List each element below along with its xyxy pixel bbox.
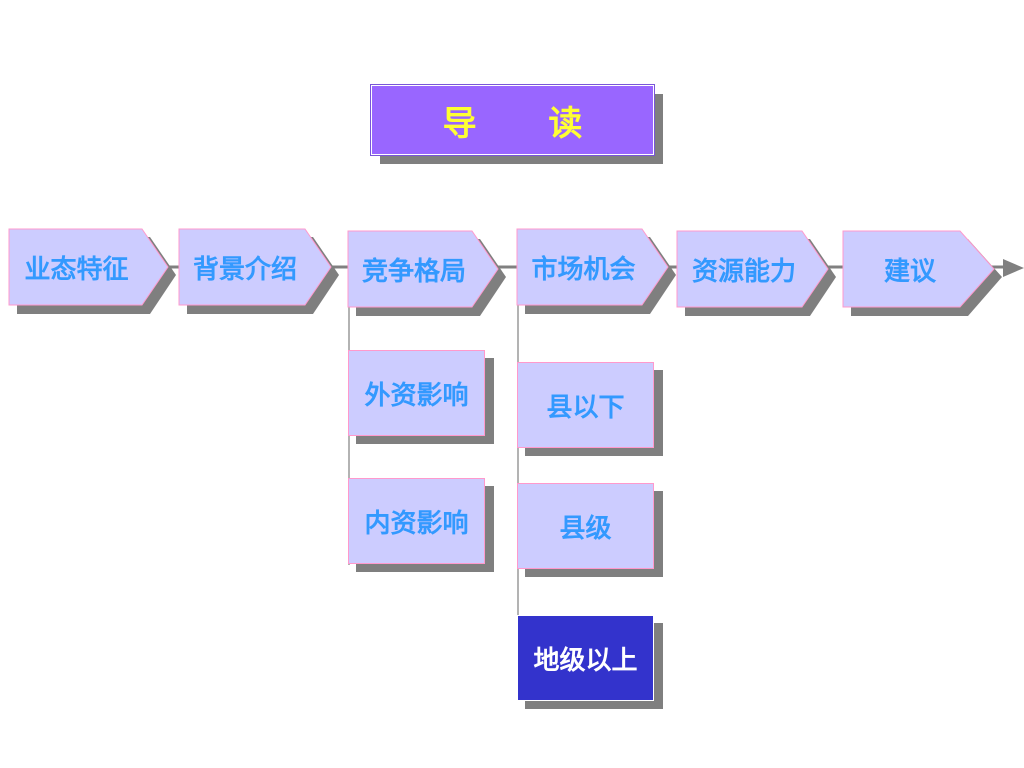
chevron-step-4[interactable]: 市场机会 — [517, 229, 650, 306]
chevron-step-4-label: 市场机会 — [531, 255, 636, 285]
chevron-step-3-shape — [347, 230, 506, 316]
chevron-step-6-label: 建议 — [883, 257, 936, 287]
chevron-step-5-shape — [676, 230, 836, 316]
competition-sub-1-label: 外资影响 — [364, 380, 469, 411]
competition-sub-2[interactable]: 内资影响 — [348, 478, 485, 564]
chevron-step-5[interactable]: 资源能力 — [677, 231, 811, 308]
market-sub-2[interactable]: 县级 — [517, 483, 654, 569]
market-sub-3-highlighted[interactable]: 地级以上 — [517, 615, 654, 701]
competition-sub-1[interactable]: 外资影响 — [348, 350, 485, 436]
market-sub-1-label: 县以下 — [546, 392, 625, 423]
competition-sub-2-label: 内资影响 — [364, 508, 469, 539]
chevron-step-5-label: 资源能力 — [691, 257, 796, 287]
page-title-text: 导 读 — [442, 103, 613, 144]
chevron-step-2-label: 背景介绍 — [192, 255, 297, 285]
market-sub-1[interactable]: 县以下 — [517, 362, 654, 448]
market-connector — [517, 305, 519, 615]
market-sub-3-label: 地级以上 — [533, 645, 638, 676]
chevron-step-3[interactable]: 竞争格局 — [348, 231, 480, 308]
chevron-step-1[interactable]: 业态特征 — [9, 229, 144, 306]
chevron-step-1-label: 业态特征 — [24, 255, 129, 285]
chevron-step-2-shape — [178, 228, 339, 314]
chevron-step-6-shape — [842, 230, 1002, 316]
chevron-step-3-label: 竞争格局 — [361, 257, 466, 287]
market-sub-2-label: 县级 — [559, 513, 612, 544]
chevron-step-2[interactable]: 背景介绍 — [179, 229, 311, 306]
chevron-step-1-shape — [8, 228, 176, 314]
flow-arrowhead-icon — [1003, 259, 1024, 277]
chevron-step-4-shape — [516, 228, 676, 314]
chevron-step-6[interactable]: 建议 — [843, 231, 977, 308]
page-title: 导 读 — [371, 85, 654, 155]
